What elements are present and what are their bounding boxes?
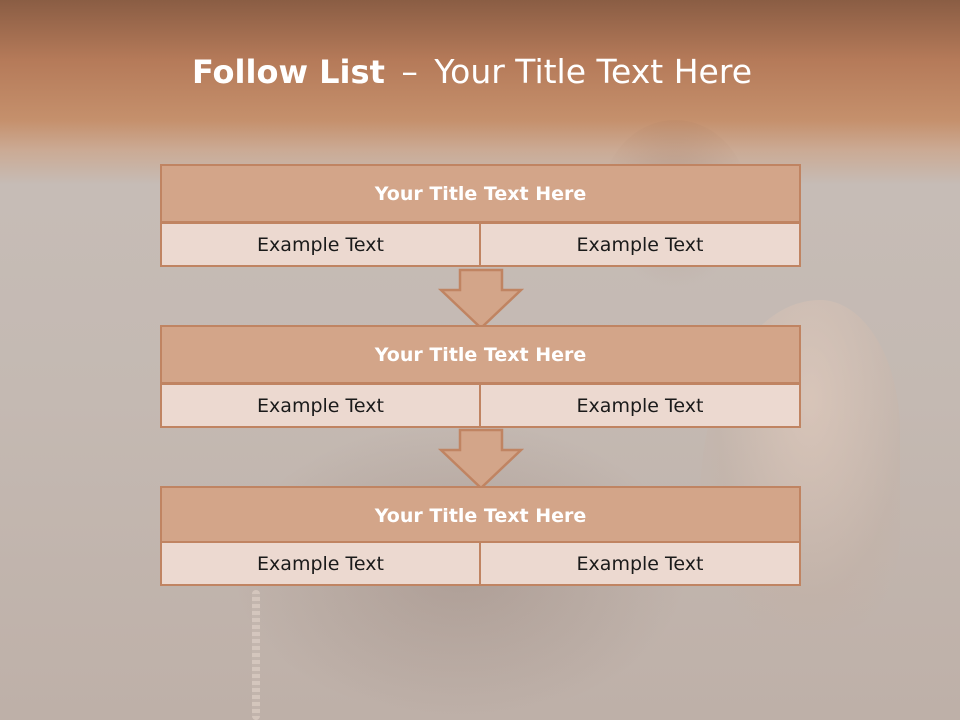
- slide-title-bold: Follow List: [191, 53, 385, 91]
- block-row: Example Text Example Text: [160, 541, 801, 586]
- block-title: Your Title Text Here: [160, 325, 801, 384]
- block-title: Your Title Text Here: [160, 486, 801, 545]
- down-arrow-icon: [438, 268, 524, 330]
- slide-title: Follow List – Your Title Text Here: [0, 52, 944, 91]
- block-cell-right: Example Text: [481, 222, 801, 267]
- block-cell-left: Example Text: [160, 541, 481, 586]
- slide-title-separator: –: [401, 52, 418, 91]
- block-cell-left: Example Text: [160, 383, 481, 428]
- block-cell-left: Example Text: [160, 222, 481, 267]
- background-photo-necklace: [252, 590, 260, 720]
- block-row: Example Text Example Text: [160, 383, 801, 428]
- slide-title-text: Your Title Text Here: [434, 52, 753, 91]
- block-cell-right: Example Text: [481, 383, 801, 428]
- down-arrow-icon: [438, 428, 524, 490]
- block-row: Example Text Example Text: [160, 222, 801, 267]
- block-title: Your Title Text Here: [160, 164, 801, 223]
- block-cell-right: Example Text: [481, 541, 801, 586]
